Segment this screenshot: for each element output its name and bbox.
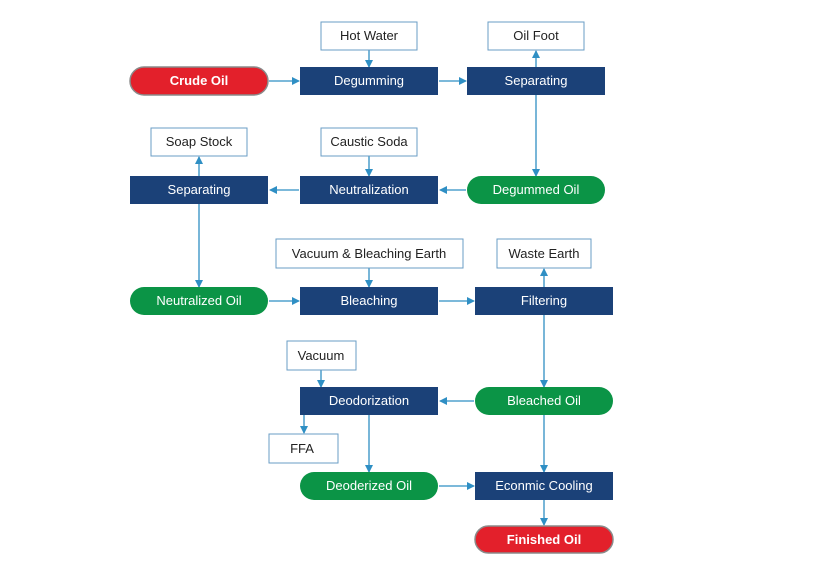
node-degummed-oil-label: Degummed Oil: [493, 182, 580, 197]
node-vacuum-bleaching-earth-label: Vacuum & Bleaching Earth: [292, 246, 446, 261]
node-deodorized-oil: Deoderized Oil: [300, 472, 438, 500]
connectors: [195, 50, 548, 526]
node-neutralized-oil: Neutralized Oil: [130, 287, 268, 315]
node-separating-2: Separating: [130, 176, 268, 204]
node-degummed-oil: Degummed Oil: [467, 176, 605, 204]
node-degumming-label: Degumming: [334, 73, 404, 88]
node-vacuum-bleaching-earth: Vacuum & Bleaching Earth: [275, 238, 464, 269]
node-filtering-label: Filtering: [521, 293, 567, 308]
node-caustic-soda: Caustic Soda: [320, 127, 418, 157]
node-oil-foot: Oil Foot: [487, 21, 585, 51]
node-bleaching: Bleaching: [300, 287, 438, 315]
node-deodorized-oil-label: Deoderized Oil: [326, 478, 412, 493]
node-oil-foot-label: Oil Foot: [513, 28, 559, 43]
node-separating-1-label: Separating: [505, 73, 568, 88]
node-waste-earth: Waste Earth: [496, 238, 592, 269]
input-boxes: Hot Water Oil Foot Soap Stock Caustic So…: [150, 21, 592, 464]
node-ffa-label: FFA: [290, 441, 314, 456]
process-boxes: Degumming Separating Separating Neutrali…: [130, 67, 613, 500]
node-separating-2-label: Separating: [168, 182, 231, 197]
node-crude-oil: Crude Oil: [129, 66, 269, 96]
node-ffa: FFA: [268, 433, 339, 464]
node-deodorization-label: Deodorization: [329, 393, 409, 408]
node-soap-stock: Soap Stock: [150, 127, 248, 157]
node-econmic-cooling-label: Econmic Cooling: [495, 478, 593, 493]
node-finished-oil-label: Finished Oil: [507, 532, 581, 547]
node-vacuum-label: Vacuum: [298, 348, 345, 363]
node-degumming: Degumming: [300, 67, 438, 95]
node-neutralization: Neutralization: [300, 176, 438, 204]
node-hot-water-label: Hot Water: [340, 28, 399, 43]
node-deodorization: Deodorization: [300, 387, 438, 415]
node-crude-oil-label: Crude Oil: [170, 73, 229, 88]
intermediate-pills: Degummed Oil Neutralized Oil Bleached Oi…: [130, 176, 613, 500]
node-filtering: Filtering: [475, 287, 613, 315]
node-bleached-oil: Bleached Oil: [475, 387, 613, 415]
node-soap-stock-label: Soap Stock: [166, 134, 233, 149]
node-bleaching-label: Bleaching: [340, 293, 397, 308]
node-neutralization-label: Neutralization: [329, 182, 409, 197]
terminal-pills: Crude Oil Finished Oil: [129, 66, 614, 554]
node-finished-oil: Finished Oil: [474, 525, 614, 554]
node-vacuum: Vacuum: [286, 340, 357, 371]
node-caustic-soda-label: Caustic Soda: [330, 134, 408, 149]
node-separating-1: Separating: [467, 67, 605, 95]
node-neutralized-oil-label: Neutralized Oil: [156, 293, 241, 308]
node-hot-water: Hot Water: [320, 21, 418, 51]
node-bleached-oil-label: Bleached Oil: [507, 393, 581, 408]
node-econmic-cooling: Econmic Cooling: [475, 472, 613, 500]
node-waste-earth-label: Waste Earth: [508, 246, 579, 261]
